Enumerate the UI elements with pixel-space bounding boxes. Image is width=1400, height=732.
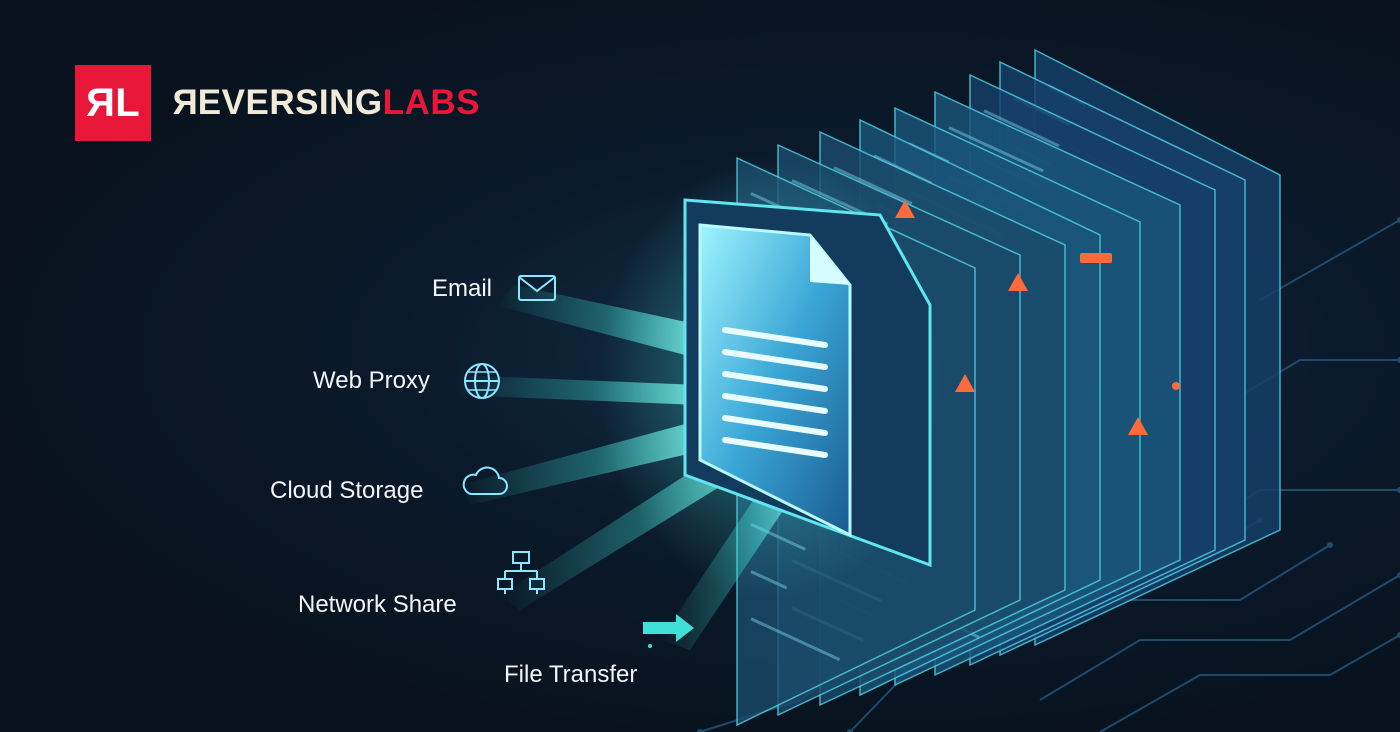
network-icon [497, 551, 545, 594]
circuit-node [1397, 217, 1400, 223]
source-label-cloud-storage: Cloud Storage [270, 477, 424, 504]
document-text-line [722, 371, 828, 392]
alert-icon [895, 200, 915, 218]
circuit-node [1397, 632, 1400, 638]
wordmark-rest: EVERSING [197, 83, 383, 122]
logo-badge-second-letter: L [115, 80, 140, 125]
circuit-trace [849, 679, 901, 732]
reversinglabs-wordmark: REVERSINGLABS [172, 83, 480, 123]
source-label-email: Email [432, 275, 493, 302]
alert-bar [1080, 253, 1112, 263]
document-text-line [722, 393, 828, 414]
document-text-line [722, 327, 828, 348]
panel-text-line [983, 109, 1060, 148]
circuit-node [697, 729, 703, 732]
envelope-icon [518, 275, 556, 301]
cloud-icon [462, 466, 508, 495]
wordmark-first-letter: R [172, 83, 198, 122]
panel-text-line [750, 617, 841, 662]
globe-icon [464, 363, 500, 399]
document-fold [810, 235, 850, 285]
arrow-right-icon [643, 614, 694, 648]
alert-icon [955, 374, 975, 392]
circuit-trace [1039, 574, 1400, 701]
panel-text-line [948, 126, 1044, 173]
panel-text-line [833, 166, 913, 205]
circuit-trace [1099, 634, 1400, 732]
source-label-file-transfer: File Transfer [504, 661, 638, 688]
wordmark-highlight: LABS [382, 83, 480, 122]
alert-dot [1172, 382, 1180, 390]
circuit-node [1397, 572, 1400, 578]
source-label-network-share: Network Share [298, 591, 457, 618]
circuit-node [1327, 542, 1333, 548]
source-label-web-proxy: Web Proxy [313, 367, 430, 394]
circuit-node [847, 729, 853, 732]
document-icon [600, 160, 940, 600]
circuit-trace [1259, 219, 1400, 301]
circuit-node [1397, 487, 1400, 493]
circuit-node [1397, 357, 1400, 363]
document-text-line [722, 349, 828, 370]
logo-badge-first-letter: R [89, 80, 116, 125]
document-text-line [722, 415, 828, 436]
document-text-line [722, 437, 828, 458]
alert-icon [1128, 417, 1148, 435]
alert-icon [1008, 273, 1028, 291]
